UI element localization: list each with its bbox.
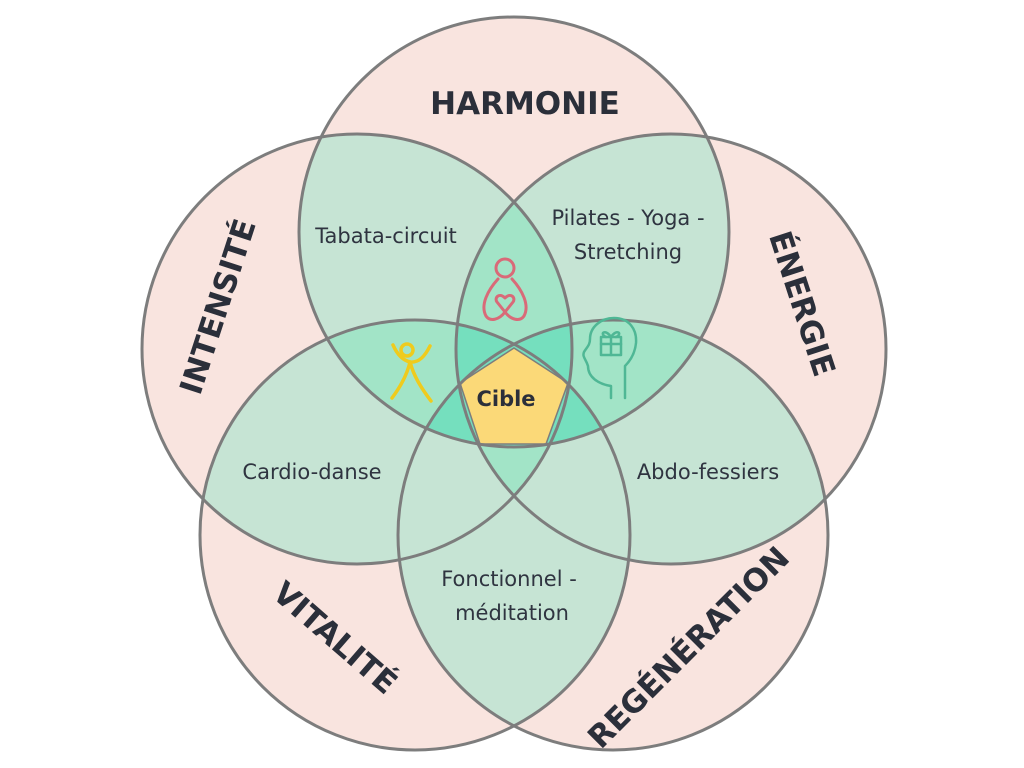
label-pilates-line1: Pilates - Yoga - bbox=[551, 206, 704, 230]
circle-vitalite bbox=[198, 318, 632, 752]
circle-energie bbox=[454, 132, 888, 566]
label-harmonie: HARMONIE bbox=[430, 86, 620, 122]
label-fonctionnel-line1: Fonctionnel - bbox=[441, 567, 577, 591]
label-cible: Cible bbox=[476, 387, 535, 411]
circle-outlines bbox=[140, 15, 888, 752]
label-pilates-line2: Stretching bbox=[574, 240, 682, 264]
circle-intensite bbox=[140, 132, 574, 566]
circle-regeneration bbox=[396, 318, 830, 752]
head-gift-icon bbox=[582, 316, 638, 400]
meditation-heart-icon bbox=[482, 257, 528, 321]
dancer-icon bbox=[390, 342, 433, 403]
label-abdo-fessiers: Abdo-fessiers bbox=[637, 460, 779, 484]
label-cardio-danse: Cardio-danse bbox=[242, 460, 381, 484]
label-tabata-circuit: Tabata-circuit bbox=[314, 224, 457, 248]
circle-harmonie bbox=[297, 15, 731, 449]
label-fonctionnel-line2: méditation bbox=[455, 601, 569, 625]
